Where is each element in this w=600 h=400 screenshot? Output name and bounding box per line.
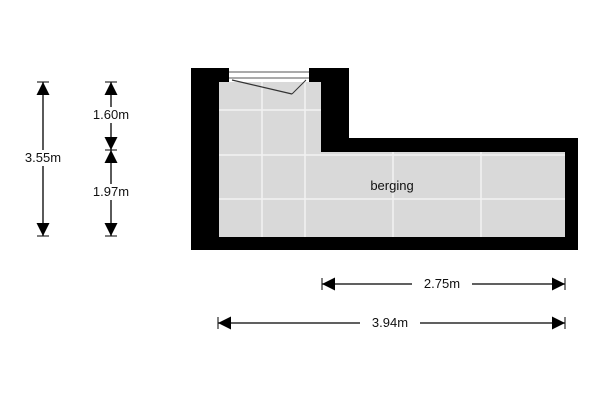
dimension-label: 3.94m: [372, 315, 408, 330]
door: [229, 68, 309, 95]
room-label: berging: [370, 178, 413, 193]
dimension-lower-height: 1.97m: [82, 150, 140, 237]
dimension-label: 1.60m: [93, 107, 129, 122]
dimension-label: 3.55m: [25, 150, 61, 165]
dimension-label: 1.97m: [93, 184, 129, 199]
dimension-upper-height: 1.60m: [82, 81, 140, 151]
floor-tile-grid: [219, 82, 565, 237]
dimension-total-height: 3.55m: [14, 81, 72, 237]
dimension-total-width: 3.94m: [217, 315, 566, 331]
room-floor: [219, 82, 565, 237]
dimension-right-width: 2.75m: [321, 276, 566, 292]
dimension-label: 2.75m: [424, 276, 460, 291]
